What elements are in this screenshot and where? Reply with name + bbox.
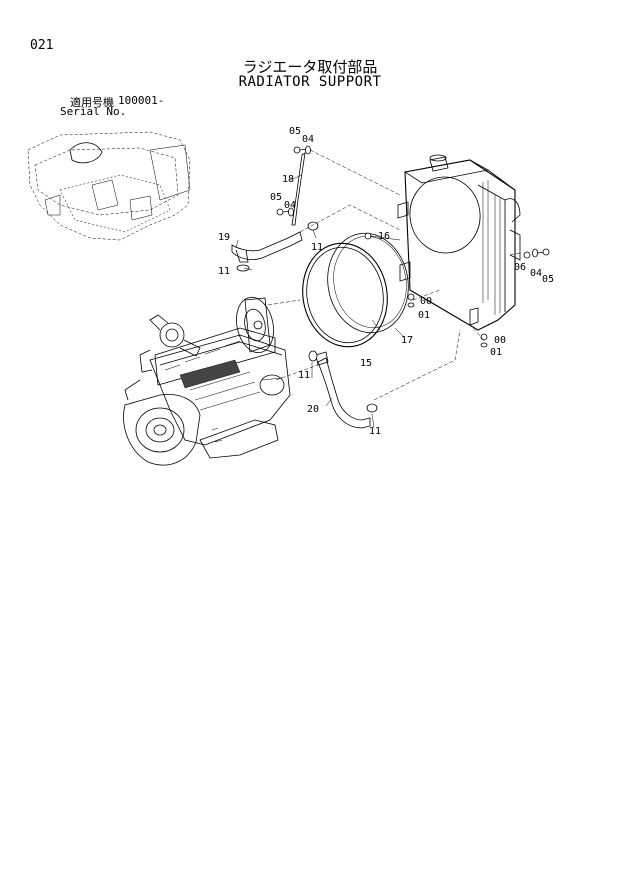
callout-18: 18 [282,174,294,185]
callout-05-right: 05 [542,274,554,285]
callout-19: 19 [218,232,230,243]
callout-04-mid: 04 [284,200,296,211]
hoses [231,152,371,429]
callout-11-c: 11 [298,370,310,381]
callout-00-right: 00 [494,335,506,346]
leader-lines [235,149,521,429]
callout-11-d: 11 [369,426,381,437]
callout-01-right: 01 [490,347,502,358]
page-title-jp: ラジエータ取付部品 [242,58,378,76]
callout-16: 16 [378,231,390,242]
page-title-en: RADIATOR SUPPORT [238,74,382,90]
callout-05-top: 05 [289,126,301,137]
callout-20: 20 [307,404,319,415]
hardware [236,145,550,413]
fan-shroud-rings [302,232,409,348]
callout-04-top: 04 [302,134,314,145]
engine-assembly [123,296,291,466]
serial-range: 100001- [118,94,165,107]
serial-label-jp: 適用号機 [70,96,114,109]
callout-00-mid: 00 [420,296,432,307]
callout-05-mid: 05 [270,192,282,203]
serial-label-en: Serial No. [60,105,127,118]
callout-17: 17 [401,335,413,346]
callout-06: 06 [514,262,526,273]
callout-labels: 05 04 18 05 04 16 11 19 11 06 04 05 00 0… [218,126,554,437]
callout-11-a: 11 [311,242,323,253]
callout-01-mid: 01 [418,310,430,321]
machine-thumbnail [27,131,191,241]
radiator-assembly [397,154,521,331]
callout-15: 15 [360,358,372,369]
page-number: 021 [30,38,54,53]
callout-04-right: 04 [530,268,542,279]
callout-11-b: 11 [218,266,230,277]
